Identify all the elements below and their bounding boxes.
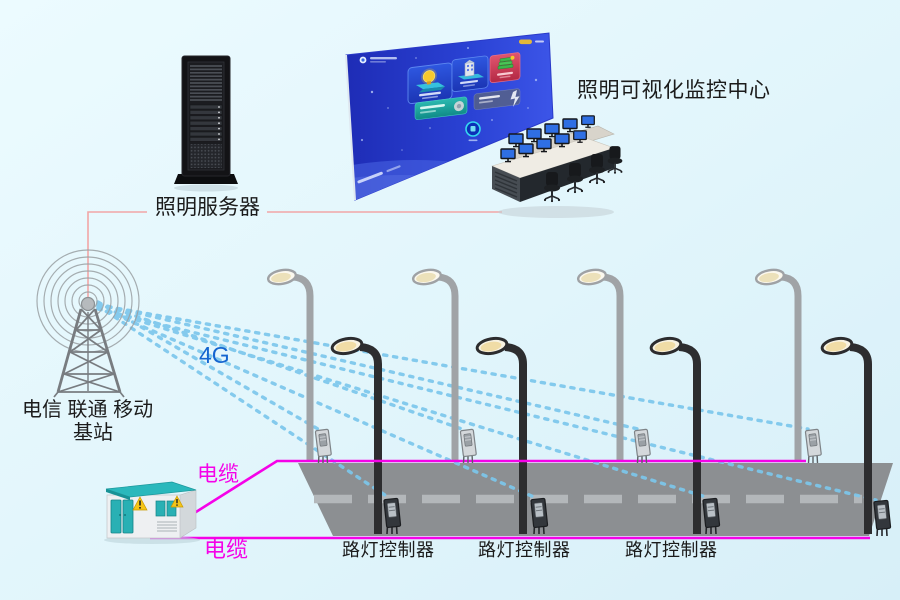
screen-logo-icon	[359, 56, 397, 64]
controller-label-3: 路灯控制器	[625, 540, 718, 560]
power-cables	[150, 459, 870, 540]
controller-label-2: 路灯控制器	[478, 540, 571, 560]
screen-card-energy	[489, 52, 521, 84]
controller-label-1: 路灯控制器	[342, 540, 435, 560]
base-station-tower	[36, 249, 140, 398]
base-station-label: 基站	[73, 422, 113, 444]
dashboard-screen	[345, 32, 554, 201]
monitor-center-label: 照明可视化监控中心	[577, 79, 771, 102]
screen-card-building	[451, 55, 489, 92]
server-rack-icon	[174, 55, 238, 192]
cable-label-top: 电缆	[197, 463, 239, 486]
screen-footer-marks	[357, 165, 401, 184]
screen-card-report	[473, 88, 521, 110]
power-cabinet	[104, 481, 200, 544]
screen-card-lighting	[407, 62, 453, 104]
server-label: 照明服务器	[155, 196, 260, 219]
server-connection-line	[87, 211, 502, 298]
screen-status-pill	[519, 39, 544, 45]
screen-hand-icon	[510, 90, 520, 107]
network-4g-label: 4G	[199, 342, 230, 368]
control-room-desk	[491, 115, 624, 218]
cable-label-bottom: 电缆	[204, 537, 249, 562]
warning-triangle-icon	[132, 495, 184, 511]
road	[298, 463, 893, 536]
screen-card-stats	[414, 96, 468, 120]
screen-ring-icon	[465, 121, 481, 142]
carriers-label: 电信 联通 移动	[22, 399, 154, 421]
wireless-4g-links	[96, 300, 878, 502]
